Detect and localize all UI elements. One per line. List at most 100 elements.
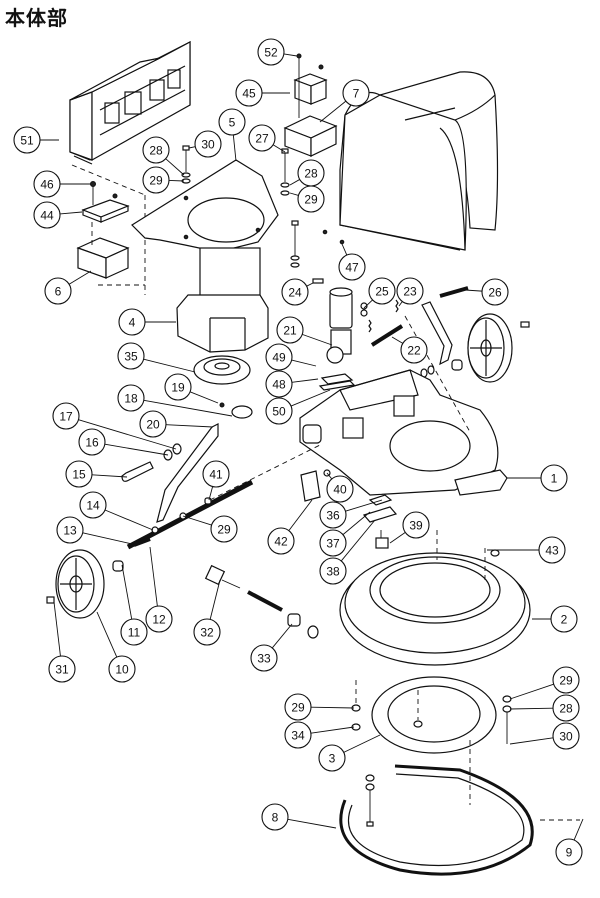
ring-plate-part (371, 676, 497, 754)
part-callout-20: 20 (139, 410, 167, 438)
leader-line (288, 499, 313, 531)
pulley-part (193, 355, 251, 385)
leader-line (573, 818, 584, 841)
part-callout-48: 48 (265, 370, 293, 398)
leader-line (345, 499, 383, 512)
leader-line (104, 443, 169, 456)
part-callout-13: 13 (56, 516, 84, 544)
callout-circle (338, 253, 366, 281)
callout-number: 17 (59, 410, 73, 424)
part-callout-47: 47 (338, 253, 366, 281)
part-callout-50: 50 (265, 397, 293, 425)
callout-number: 29 (217, 523, 231, 537)
part-callout-29: 29 (210, 515, 238, 543)
leader-line (310, 726, 355, 734)
motor-part (176, 247, 269, 353)
leader-line (389, 532, 406, 544)
callout-circle (117, 342, 145, 370)
callout-number: 14 (86, 499, 100, 513)
callout-number: 33 (257, 652, 271, 666)
callout-circle (402, 511, 430, 539)
callout-circle (326, 475, 354, 503)
part-callout-35: 35 (117, 342, 145, 370)
callout-number: 30 (559, 730, 573, 744)
leader-line (68, 270, 92, 285)
leader-line (143, 358, 196, 373)
callout-number: 8 (272, 811, 279, 825)
part-callout-31: 31 (48, 655, 76, 683)
callout-circle (552, 666, 580, 694)
bumper-ring-part (339, 764, 534, 876)
shaft-part (370, 324, 404, 347)
callout-circle (13, 126, 41, 154)
callout-circle (368, 277, 396, 305)
cover-part (339, 71, 499, 251)
part-callout-10: 10 (108, 655, 136, 683)
motor-plate-part (131, 159, 279, 253)
callout-circle (540, 464, 568, 492)
callout-number: 25 (375, 285, 389, 299)
leader-lines (40, 53, 584, 841)
callout-number: 12 (152, 613, 166, 627)
callout-number: 9 (566, 846, 573, 860)
part-callout-46: 46 (33, 170, 61, 198)
callout-circle (265, 397, 293, 425)
pad-holder-part (339, 552, 531, 666)
callout-circle (297, 185, 325, 213)
callout-circle (52, 402, 80, 430)
callout-number: 35 (124, 350, 138, 364)
callout-circle (117, 384, 145, 412)
callout-number: 20 (146, 418, 160, 432)
leader-line (290, 389, 331, 407)
leader-line (289, 192, 299, 196)
leader-line (340, 519, 376, 562)
callout-number: 26 (488, 286, 502, 300)
callout-circle (108, 655, 136, 683)
screw-part (360, 302, 368, 317)
callout-number: 45 (242, 87, 256, 101)
callout-circle (550, 605, 578, 633)
callout-circle (481, 278, 509, 306)
leader-line (121, 564, 133, 620)
handle-bracket-part (312, 278, 353, 364)
part-callout-26: 26 (481, 278, 509, 306)
part-callout-27: 27 (248, 124, 276, 152)
callout-circle (265, 343, 293, 371)
callout-number: 10 (115, 663, 129, 677)
callout-circle (267, 527, 295, 555)
leader-line (188, 146, 196, 149)
part-callout-8: 8 (261, 803, 289, 831)
callout-circle (555, 838, 583, 866)
callout-circle (145, 605, 173, 633)
callout-circle (33, 170, 61, 198)
callout-number: 28 (304, 167, 318, 181)
leader-line (464, 289, 483, 292)
leader-line (326, 472, 333, 480)
part-callout-30: 30 (194, 130, 222, 158)
terminal-block-part (81, 181, 130, 223)
part-callout-29: 29 (297, 185, 325, 213)
callout-number: 2 (561, 613, 568, 627)
callout-number: 38 (326, 565, 340, 579)
leader-line (283, 53, 298, 57)
plate-part (318, 380, 356, 391)
part-callout-33: 33 (250, 644, 278, 672)
callout-number: 29 (304, 193, 318, 207)
leader-line (78, 419, 177, 450)
part-callout-6: 6 (44, 277, 72, 305)
base-frame-part (299, 369, 508, 496)
leader-line (343, 734, 381, 753)
bolt-part (290, 220, 300, 268)
callout-circle (218, 108, 246, 136)
callout-circle (538, 536, 566, 564)
part-callout-34: 34 (284, 721, 312, 749)
part-callout-36: 36 (319, 501, 347, 529)
callout-circle (250, 644, 278, 672)
spring-pin-part (395, 299, 399, 313)
part-callout-11: 11 (120, 618, 148, 646)
right-wheel-part (467, 313, 530, 383)
bolt-part (181, 145, 191, 184)
part-callout-5: 5 (218, 108, 246, 136)
part-callout-19: 19 (164, 373, 192, 401)
callout-number: 42 (274, 535, 288, 549)
